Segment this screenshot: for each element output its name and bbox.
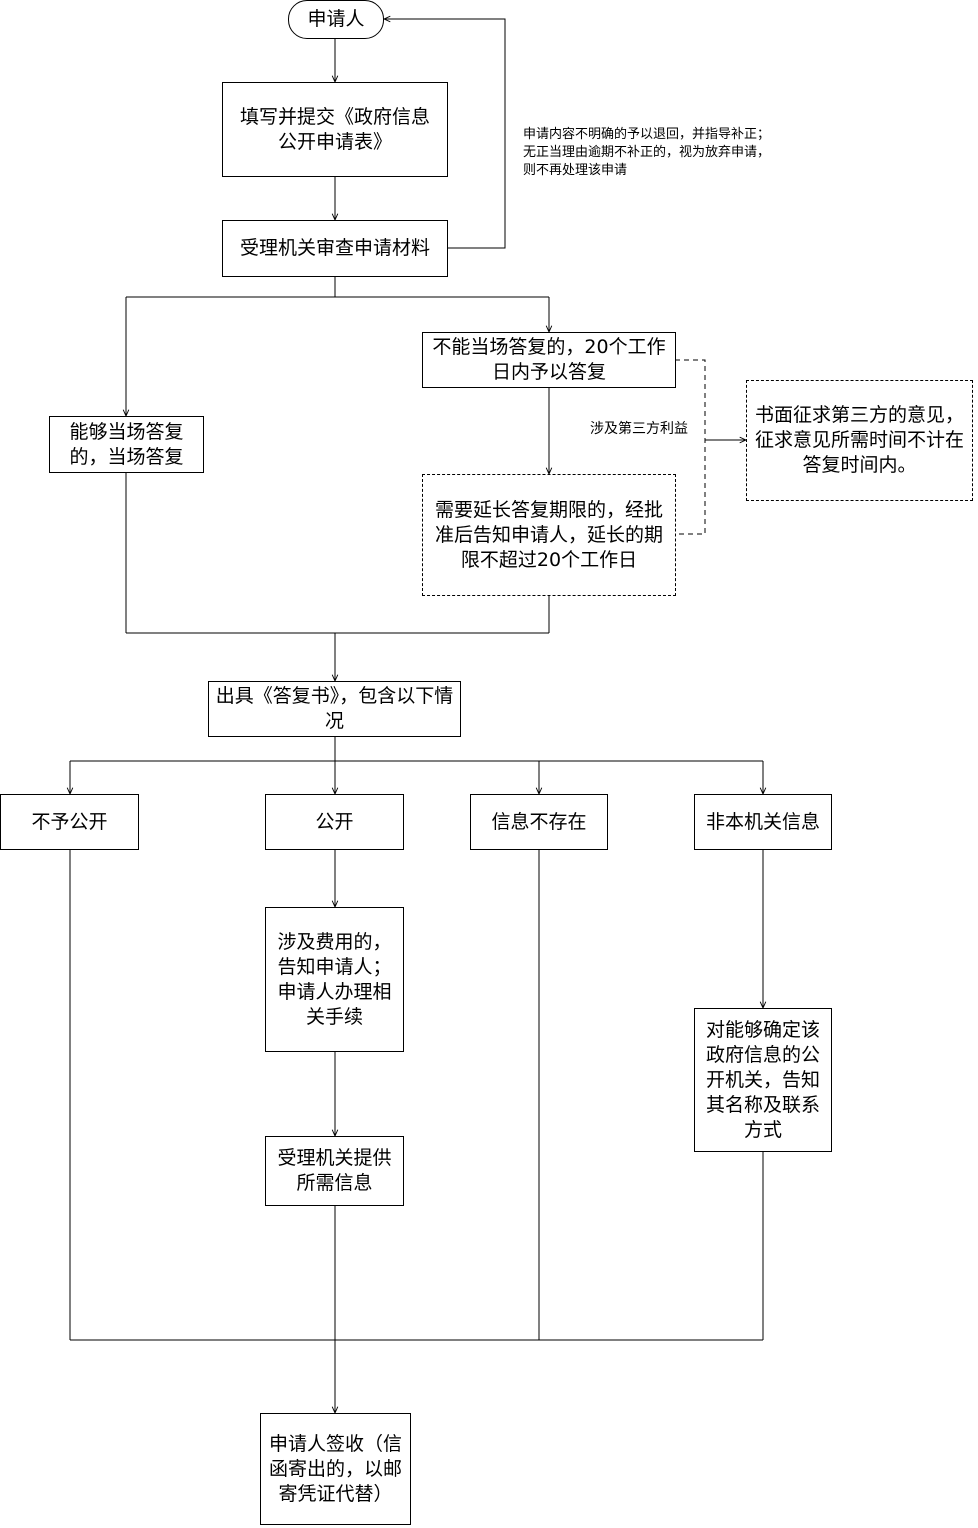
immediate-reply-node: 能够当场答复的，当场答复 [49,416,204,473]
within-20-days-node: 不能当场答复的，20个工作日内予以答复 [422,332,676,388]
inform-org-node: 对能够确定该政府信息的公开机关，告知其名称及联系方式 [694,1008,832,1152]
return-note-line2: 无正当理由逾期不补正的，视为放弃申请， [523,145,771,160]
not-this-org-label: 非本机关信息 [705,810,820,833]
provide-info-node: 受理机关提供所需信息 [265,1136,404,1206]
third-party-node: 书面征求第三方的意见，征求意见所需时间不计在答复时间内。 [746,380,973,501]
fees-node: 涉及费用的，告知申请人；申请人办理相关手续 [265,907,404,1052]
fill-form-node: 填写并提交《政府信息公开申请表》 [222,82,448,177]
reply-doc-label: 出具《答复书》，包含以下情况 [215,685,454,732]
review-label: 受理机关审查申请材料 [239,237,430,259]
third-party-text: 书面征求第三方的意见，征求意见所需时间不计在答复时间内。 [755,404,965,476]
immediate-reply-label: 能够当场答复的，当场答复 [69,420,184,468]
sign-label: 申请人签收（信函寄出的，以邮寄凭证代替） [269,1432,403,1505]
applicant-node: 申请人 [288,0,384,39]
sign-node: 申请人签收（信函寄出的，以邮寄凭证代替） [260,1413,411,1525]
applicant-label: 申请人 [307,8,365,30]
within-20-days-label: 不能当场答复的，20个工作日内予以答复 [432,336,666,383]
fill-form-label: 填写并提交《政府信息公开申请表》 [239,105,430,153]
review-node: 受理机关审查申请材料 [222,220,448,277]
public-node: 公开 [265,794,404,850]
no-info-label: 信息不存在 [491,810,587,833]
third-party-label: 涉及第三方利益 [588,420,690,438]
not-this-org-node: 非本机关信息 [694,794,832,850]
public-label: 公开 [315,810,354,833]
provide-info-label: 受理机关提供所需信息 [277,1147,392,1194]
return-note-line1: 申请内容不明确的予以退回，并指导补正； [523,127,771,142]
extend-deadline-label: 需要延长答复期限的，经批准后告知申请人，延长的期限不超过20个工作日 [434,498,663,571]
fees-label: 涉及费用的，告知申请人；申请人办理相关手续 [277,930,392,1028]
extend-deadline-node: 需要延长答复期限的，经批准后告知申请人，延长的期限不超过20个工作日 [422,474,676,596]
not-public-label: 不予公开 [31,810,108,833]
no-info-node: 信息不存在 [470,794,608,850]
reply-doc-node: 出具《答复书》，包含以下情况 [208,681,461,737]
return-note-line3: 则不再处理该申请 [523,163,628,178]
return-note: 申请内容不明确的予以退回，并指导补正； 无正当理由逾期不补正的，视为放弃申请， … [523,126,770,180]
inform-org-label: 对能够确定该政府信息的公开机关，告知其名称及联系方式 [705,1018,820,1141]
not-public-node: 不予公开 [0,794,139,850]
